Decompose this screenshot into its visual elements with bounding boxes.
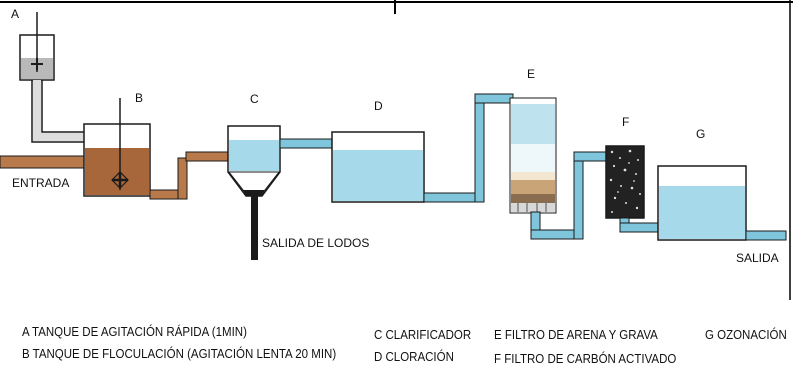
label-c: C [250,92,259,106]
legend-b: B TANQUE DE FLOCULACIÓN (AGITACIÓN LENTA… [22,347,337,361]
label-a: A [11,7,19,21]
inlet-pipe [0,155,85,169]
inlet-label: ENTRADA [12,176,69,190]
tank-d [331,93,514,203]
filter-f [605,145,661,233]
label-f: F [622,115,629,129]
sludge-label: SALIDA DE LODOS [262,236,369,250]
legend-c: C CLARIFICADOR [374,328,472,342]
legend-f: F FILTRO DE CARBÓN ACTIVADO [494,352,677,366]
tank-g [657,165,787,241]
label-d: D [374,99,383,113]
legend-g: G OZONACIÓN [705,328,787,342]
outlet-label: SALIDA [736,251,779,265]
tank-b [83,98,229,200]
legend-d: D CLORACIÓN [374,350,454,364]
label-e: E [527,67,535,81]
legend-a: A TANQUE DE AGITACIÓN RÁPIDA (1MIN) [22,325,247,339]
legend-e: E FILTRO DE ARENA Y GRAVA [494,328,658,342]
filter-e [509,97,607,240]
clarifier-c [227,125,333,260]
label-g: G [696,127,705,141]
label-b: B [135,91,143,105]
tank-a [19,12,110,143]
